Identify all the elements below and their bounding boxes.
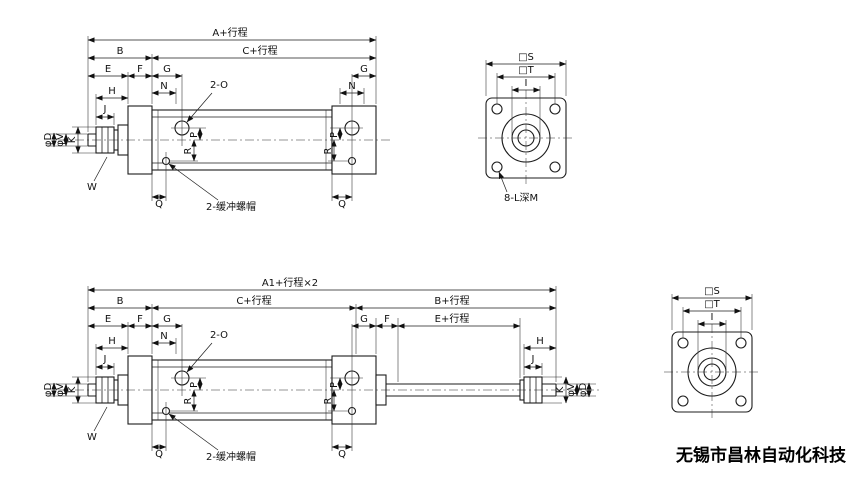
dim-label-s: □S [704, 286, 720, 297]
dim-label-p-right: P [329, 132, 340, 138]
dim-label-n-left: N [160, 331, 167, 342]
dim-label-g-left: G [163, 64, 171, 75]
dim-label-f-left: F [137, 314, 143, 325]
dim-label-g-right: G [360, 314, 368, 325]
dim-label-g-left: G [163, 314, 171, 325]
dim-label-r-right: R [323, 397, 334, 404]
top-end-view: □S □T I 8-L深M [478, 52, 574, 204]
cushion-leader [168, 413, 219, 451]
dim-label-overall: A+行程 [212, 26, 247, 39]
dim-label-h-right: H [536, 336, 544, 347]
label-cushion-nut: 2-缓冲螺帽 [206, 200, 256, 213]
dim-label-phi-v-left: φV [55, 383, 66, 397]
dim-label-j: J [103, 104, 107, 115]
label-ports: 2-O [210, 330, 228, 341]
dim-label-r-left: R [183, 147, 194, 154]
dim-label-overall: A1+行程×2 [262, 276, 318, 289]
dim-label-j-right: J [531, 354, 535, 365]
ports-leader [186, 92, 213, 123]
mount-hole [491, 161, 503, 173]
dim-label-c-stroke: C+行程 [236, 294, 271, 307]
mount-hole [735, 395, 747, 407]
rod-nut-leader [93, 406, 108, 432]
top-dimension-lines [51, 37, 377, 200]
dim-label-q-left: Q [155, 449, 163, 460]
dim-label-phi-v: φV [55, 133, 66, 147]
dim-label-f-right: F [384, 314, 390, 325]
dim-label-p-right: P [329, 382, 340, 388]
dim-label-t: □T [518, 65, 534, 76]
dim-label-k: K [67, 136, 78, 143]
dim-label-b-stroke: B+行程 [434, 294, 469, 307]
brand-text: 无锡市昌林自动化科技 [675, 445, 847, 466]
bottom-dimension-lines [51, 287, 592, 450]
dim-label-c-stroke: C+行程 [242, 44, 277, 57]
dim-label-phi-d-left: φD [43, 383, 54, 398]
dim-label-w: W [87, 182, 97, 193]
ports-leader [186, 342, 213, 373]
dim-label-b: B [117, 296, 124, 307]
dim-label-k-left: K [67, 386, 78, 393]
dim-label-q-right: Q [338, 199, 346, 210]
dim-label-f: F [137, 64, 143, 75]
dim-label-p-left: P [189, 382, 200, 388]
dim-label-h-left: H [108, 336, 116, 347]
dim-label-b: B [117, 46, 124, 57]
dim-label-h: H [108, 86, 116, 97]
bottom-end-dimension-lines [671, 295, 753, 327]
dim-label-k-right: K [555, 386, 566, 393]
dim-label-phi-d: φD [43, 133, 54, 148]
dim-label-n-left: N [160, 81, 167, 92]
dim-label-n-right: N [348, 81, 355, 92]
mount-hole [677, 395, 689, 407]
dim-label-q-right: Q [338, 449, 346, 460]
cushion-leader [168, 163, 219, 201]
dim-label-e: E [105, 64, 111, 75]
holes-leader [498, 171, 508, 193]
bottom-side-view: A1+行程×2 B C+行程 B+行程 E F G G F E+行程 H N 2… [43, 276, 600, 463]
mount-hole [549, 161, 561, 173]
dim-label-e-stroke: E+行程 [435, 312, 470, 325]
dim-label-phi-d-right: φD [578, 383, 589, 398]
top-end-dimension-lines [485, 61, 567, 93]
dim-label-w: W [87, 432, 97, 443]
dim-label-e: E [105, 314, 111, 325]
label-cushion-nut: 2-缓冲螺帽 [206, 450, 256, 463]
dim-label-phi-v-right: φV [566, 383, 577, 397]
rod-nut-leader [93, 156, 108, 182]
dim-label-r-right: R [323, 147, 334, 154]
dim-label-g-right: G [360, 64, 368, 75]
dim-label-r-left: R [183, 397, 194, 404]
dim-label-t: □T [704, 299, 720, 310]
dim-label-s: □S [518, 52, 534, 63]
dim-label-j-left: J [103, 354, 107, 365]
top-side-view: A+行程 B C+行程 E F G G H N N 2-O J φD φV K … [43, 26, 392, 213]
label-ports: 2-O [210, 80, 228, 91]
dim-label-p-left: P [189, 132, 200, 138]
dim-label-i: I [525, 78, 528, 89]
bottom-end-view: □S □T I [664, 286, 760, 420]
dim-label-q-left: Q [155, 199, 163, 210]
dim-label-i: I [711, 312, 714, 323]
label-mount-holes: 8-L深M [504, 192, 538, 204]
